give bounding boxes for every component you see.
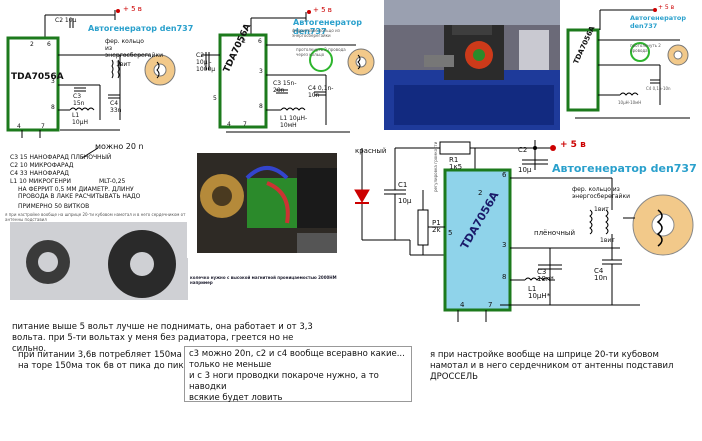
schematic-2-labels: TDA7056A + 5 в Автогенератор den737 ферр… [196, 0, 384, 145]
schematic-2-chip-label: TDA7056A [222, 22, 254, 75]
main-winding-bottom: 1вит [600, 237, 615, 244]
parts-list-line: С3 15 НАНОФАРАД ПЛЕНОЧНЫЙ [10, 154, 112, 161]
schematic-1-chip: TDA7056A [10, 40, 64, 130]
schematic-1 [0, 0, 196, 140]
schematic-1-pin: 7 [41, 123, 45, 130]
schematic-2-c4: C4 0,1n-10n [308, 85, 334, 99]
parts-list-line: С2 10 МИКРОФАРАД [10, 162, 74, 169]
parts-list-line: ПРОВОДА В ЛАКЕ РАСЧИТЫВАТЬ НАДО [18, 193, 141, 200]
schematic-1-pin: 3 [51, 78, 55, 85]
schematic-2-ferrite-note: ферритовое кольцо из энергосберегайки [292, 28, 340, 38]
schematic-2-c3: C3 15n-20n [273, 80, 297, 94]
schematic-3-labels: TDA7056A + 5 в Автогенератор den737 прот… [560, 0, 702, 132]
schematic-1-pin: 4 [17, 123, 21, 130]
schematic-2-c2: C2 10μ - 1000μ [196, 52, 216, 73]
main-schematic-labels: Автогенератор den737 + 5 в TDA7056A R1 1… [350, 130, 702, 330]
note-consumption: при питании 3,6в потребляет 150ма на тор… [18, 350, 189, 371]
main-p1: P1 [432, 219, 441, 227]
main-p1-value: 2k [432, 226, 441, 234]
schematic-2-supply: + 5 в [313, 6, 332, 14]
photo-module-top [384, 0, 560, 130]
main-c2-value: 10μ [518, 166, 532, 174]
photo-caption: колечко нужно с высокой магнитной прониц… [190, 275, 337, 285]
parts-list-line: С4 33 НАНОФАРАД [10, 170, 69, 177]
schematic-1-ferrite-note: фер. кольцо из энергосберегайки [105, 38, 163, 59]
main-r1-value: 1к5 [449, 163, 463, 171]
schematic-3 [560, 0, 702, 132]
main-led-label: красный [355, 147, 387, 155]
schematic-2-pin: 5 [213, 95, 217, 102]
parts-list-caption: я при настройке вообще на шприце 20-ти к… [5, 212, 186, 222]
main-pin: 6 [502, 171, 507, 179]
main-winding-top: 1вит [594, 206, 609, 213]
schematic-3-supply: + 5 в [658, 4, 675, 11]
main-c1: С1 [398, 181, 408, 189]
schematic-2 [196, 0, 384, 145]
main-r1: R1 [449, 156, 459, 164]
schematic-1-labels: + 5 в Автогенератор den737 C2 10μ фер. к… [0, 0, 196, 140]
main-c3: С3 [537, 268, 547, 276]
schematic-3-c4: C4 0,1n-10n [646, 86, 671, 91]
schematic-1-supply: + 5 в [123, 5, 142, 13]
schematic-1-c4: C4 33n [110, 100, 122, 114]
main-title: Автогенератор den737 [552, 162, 697, 175]
schematic-3-chip-label: TDA7056A [572, 24, 597, 66]
photo-module-closeup [187, 148, 347, 258]
main-pin: 8 [502, 273, 507, 281]
note-power: питание выше 5 вольт лучше не поднимать,… [12, 322, 313, 354]
photo-ferrite-rings [10, 222, 188, 300]
schematic-1-chip-label: TDA7056A [11, 72, 64, 82]
schematic-3-note: протолкнуть 2 провода [630, 43, 661, 53]
main-ferrite-note: фер. кольцо из энергосберегайки [572, 186, 630, 200]
main-wire-label: плёночный [534, 229, 576, 237]
schematic-1-pin: 8 [51, 104, 55, 111]
schematic-2-pin: 6 [258, 38, 262, 45]
schematic-1-winding: 1вит [116, 61, 131, 68]
schematic-2-title: Автогенератор den737 [293, 18, 362, 36]
schematic-2-pin: 8 [259, 103, 263, 110]
parts-list: можно 20 n С3 15 НАНОФАРАД ПЛЕНОЧНЫЙ С2 … [0, 140, 200, 222]
note-tuning: я при настройке вообще на шприце 20-ти к… [430, 350, 674, 382]
main-pin: 7 [488, 301, 493, 309]
schematic-3-l1: 10μH-10мH [618, 100, 642, 105]
main-c1-value: 10μ [398, 197, 412, 205]
main-schematic [350, 130, 702, 330]
main-volume-label: регулировка громкости [433, 141, 438, 192]
schematic-2-pin: 2 [242, 38, 246, 45]
schematic-2-l1: L1 10μH-10мH [280, 115, 308, 129]
parts-list-line: ПРИМЕРНО 50 ВИТКОВ [18, 203, 90, 210]
schematic-1-c3: C3 15n [73, 93, 85, 107]
main-c2: С2 [518, 146, 528, 154]
arrow-icon [81, 147, 99, 159]
main-pin: 2 [478, 189, 483, 197]
schematic-2-pin: 3 [259, 68, 263, 75]
parts-list-line: НА ФЕРРИТ 0,5 ММ ДИАМЕТР. ДЛИНУ [18, 186, 134, 193]
schematic-1-pin: 2 [30, 41, 34, 48]
main-pin: 4 [460, 301, 465, 309]
note-capacitors: с3 можно 20n, с2 и с4 вообще всеравно ка… [184, 346, 412, 403]
main-c4: С4 [594, 267, 604, 275]
schematic-2-pin: 4 [227, 121, 231, 128]
main-l1: L1 [528, 285, 537, 293]
schematic-1-l1: L1 10μH [72, 112, 88, 126]
main-pin: 5 [448, 229, 453, 237]
schematic-1-c2: C2 10μ [55, 17, 77, 24]
schematic-3-title: Автогенератор den737 [630, 14, 687, 30]
main-supply: + 5 в [560, 140, 586, 150]
main-l1-value: 10μH* [528, 292, 551, 300]
parts-list-header: можно 20 n [95, 142, 144, 151]
schematic-2-pin: 7 [243, 121, 247, 128]
schematic-2-note: протолкнуть 2 провода через кольцо [296, 47, 346, 57]
parts-list-line: L1 10 МИКРОГЕНРИ [10, 178, 71, 185]
main-pin: 3 [502, 241, 507, 249]
schematic-1-title: Автогенератор den737 [88, 24, 194, 33]
schematic-1-pin: 6 [47, 41, 51, 48]
main-c4-value: 10n [594, 274, 608, 282]
parts-list-mlt: MLT-0,25 [99, 178, 126, 185]
main-c3-value: 18n* [537, 275, 554, 283]
